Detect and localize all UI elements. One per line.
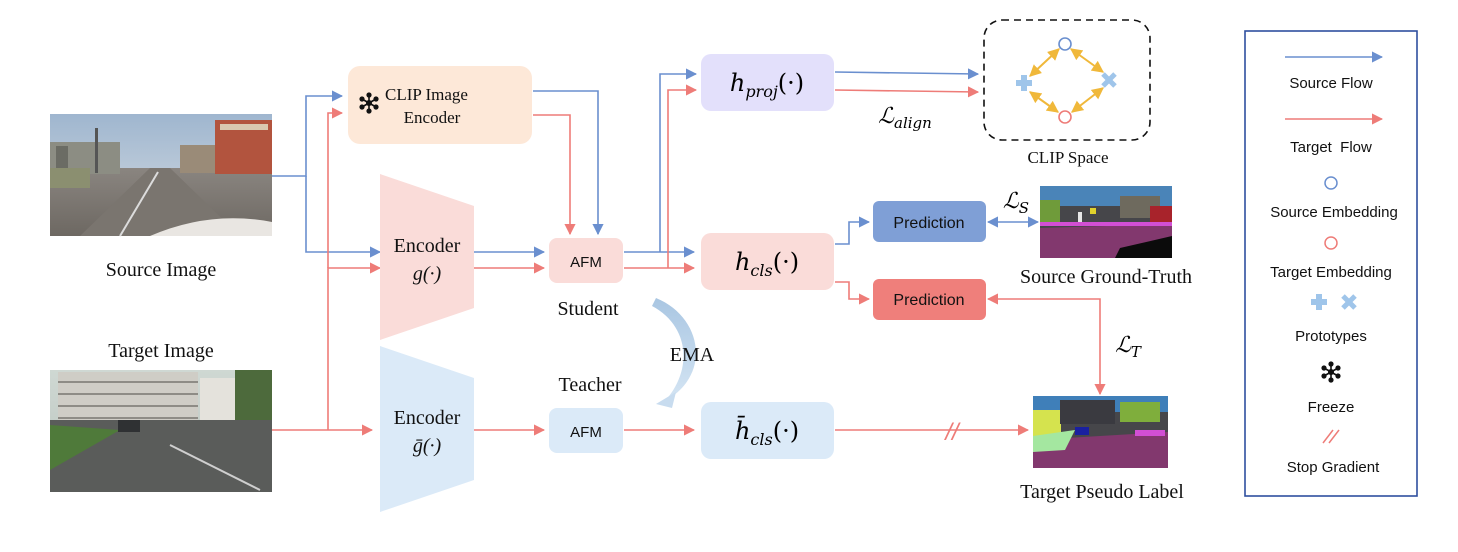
target-pseudo-label-text: Target Pseudo Label: [1020, 481, 1184, 503]
legend-source-embedding: Source Embedding: [1270, 204, 1398, 221]
source-image: [50, 114, 272, 237]
h-proj-label: hproj(·): [730, 69, 804, 101]
student-encoder-label: Encoder: [394, 235, 461, 257]
clip-encoder-label-line1: CLIP Image: [385, 85, 468, 104]
source-gt-label: Source Ground-Truth: [1020, 266, 1192, 288]
prediction-source-label: Prediction: [893, 215, 964, 232]
student-afm-label: AFM: [570, 254, 602, 271]
clip-space-box: [983, 19, 1151, 141]
snowflake-icon: [1321, 361, 1341, 383]
loss-t-sub: T: [1131, 343, 1142, 361]
loss-s-sub: S: [1019, 199, 1029, 217]
clip-space-prototype-cross-icon: [1101, 72, 1117, 88]
h-cls-box: [701, 233, 834, 290]
h-cls-label: hcls(·): [735, 248, 799, 280]
prediction-target-box: [873, 279, 986, 320]
clip-freeze-snowflake-icon: [359, 92, 379, 114]
legend-target-embedding: Target Embedding: [1270, 264, 1392, 281]
prediction-target-label: Prediction: [893, 292, 964, 309]
target-image-label: Target Image: [108, 340, 214, 362]
ema-label: EMA: [670, 344, 715, 366]
legend-prototypes: Prototypes: [1295, 328, 1367, 345]
legend-target-flow: Target Flow: [1290, 139, 1372, 156]
ema-arrow-head: [656, 392, 676, 408]
loss-align-sub: align: [894, 114, 932, 132]
h-cls-bar-base: h̄: [735, 416, 750, 445]
student-label: Student: [557, 298, 619, 320]
loss-s-label: ℒS: [1003, 189, 1029, 217]
clip-space-target-embedding-icon: [1058, 110, 1072, 124]
h-cls-bar-box: [701, 402, 834, 459]
clip-space-label: CLIP Space: [1027, 148, 1108, 167]
target-flow-lines: [272, 84, 1106, 436]
legend-box: [1244, 30, 1418, 497]
loss-t-base: ℒ: [1115, 333, 1132, 358]
legend-stop-gradient: Stop Gradient: [1287, 459, 1380, 476]
target-embedding-circle-icon: [1324, 236, 1338, 250]
student-encoder-trapezoid: [380, 174, 474, 340]
student-afm-box: [549, 238, 623, 283]
h-cls-bar-label: h̄cls(·): [735, 416, 799, 449]
clip-space-source-embedding-icon: [1058, 37, 1072, 51]
loss-t-label: ℒT: [1115, 333, 1142, 361]
loss-align-label: ℒalign: [878, 104, 932, 132]
prediction-source-box: [873, 201, 986, 242]
teacher-encoder-label: Encoder: [394, 407, 461, 429]
loss-align-base: ℒ: [878, 104, 895, 129]
legend-freeze: Freeze: [1308, 399, 1355, 416]
h-cls-args: (·): [773, 248, 799, 276]
source-embedding-circle-icon: [1324, 176, 1338, 190]
teacher-afm-label: AFM: [570, 424, 602, 441]
clip-encoder-label-line2: Encoder: [404, 108, 461, 127]
target-image: [50, 370, 272, 492]
source-image-label: Source Image: [106, 259, 217, 281]
h-cls-bar-sub: cls: [750, 430, 772, 449]
loss-s-base: ℒ: [1003, 189, 1020, 214]
legend-source-flow: Source Flow: [1289, 75, 1373, 92]
stop-gradient-mark: //: [943, 419, 961, 446]
teacher-label: Teacher: [559, 374, 622, 396]
student-encoder-fn: g(·): [413, 263, 442, 285]
teacher-encoder-trapezoid: [380, 346, 474, 512]
h-proj-args: (·): [778, 69, 804, 97]
source-flow-lines: [272, 68, 1040, 258]
target-pseudo-label-map: [1033, 396, 1168, 468]
clip-space-prototype-plus-icon: [1016, 75, 1032, 91]
teacher-encoder-fn: ḡ(·): [413, 435, 442, 457]
h-proj-box: [701, 54, 834, 111]
h-cls-bar-args: (·): [773, 417, 799, 445]
h-proj-base: h: [730, 69, 745, 97]
clip-image-encoder-box: [348, 66, 532, 144]
source-ground-truth-map: [1040, 186, 1172, 258]
h-cls-sub: cls: [750, 261, 772, 280]
ema-curved-arrow: [652, 298, 696, 404]
stop-gradient-icon: [1322, 429, 1340, 444]
h-cls-base: h: [735, 248, 750, 276]
prototype-plus-cross-icon: [1311, 294, 1357, 310]
clip-space-prototype-arrows: [1029, 48, 1104, 113]
teacher-afm-box: [549, 408, 623, 453]
h-proj-sub: proj: [745, 82, 778, 101]
